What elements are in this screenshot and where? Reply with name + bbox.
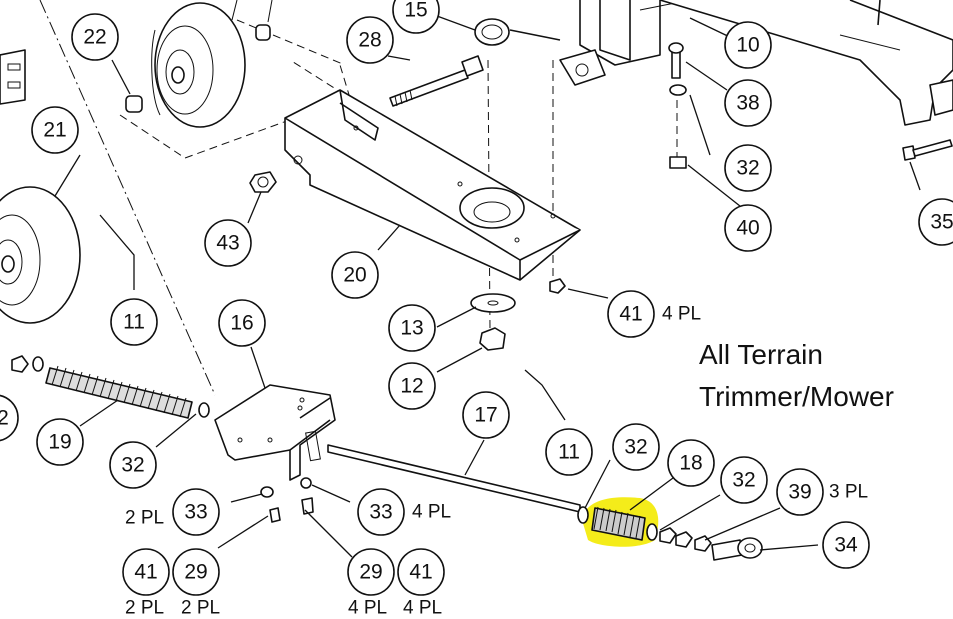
qty-label: 2 PL bbox=[181, 598, 220, 619]
qty-label: 2 PL bbox=[125, 598, 164, 619]
plate-drawing bbox=[0, 49, 26, 105]
callout-label: 29 bbox=[359, 561, 382, 584]
washer-13-nut-12-drawing bbox=[470, 278, 566, 351]
callout-39[interactable]: 39 bbox=[776, 468, 824, 516]
callout-32[interactable]: 32 bbox=[724, 144, 772, 192]
callout-19[interactable]: 19 bbox=[36, 418, 84, 466]
callout-29[interactable]: 29 bbox=[172, 548, 220, 596]
callout-16[interactable]: 16 bbox=[218, 299, 266, 347]
qty-label: 4 PL bbox=[348, 598, 387, 619]
callout-label: 41 bbox=[409, 561, 432, 584]
callout-label: 2 bbox=[0, 407, 9, 430]
callout-41[interactable]: 41 bbox=[607, 290, 655, 338]
callout-33[interactable]: 33 bbox=[357, 488, 405, 536]
callout-17[interactable]: 17 bbox=[462, 391, 510, 439]
callout-label: 35 bbox=[930, 211, 953, 234]
callout-11[interactable]: 11 bbox=[545, 428, 593, 476]
callout-label: 13 bbox=[400, 317, 423, 340]
diagram-title: All Terrain Trimmer/Mower bbox=[699, 334, 894, 418]
callout-34[interactable]: 34 bbox=[822, 521, 870, 569]
bolt-28-drawing bbox=[389, 55, 484, 107]
bolts-29-drawing bbox=[260, 477, 314, 523]
callout-label: 19 bbox=[48, 431, 71, 454]
callout-29[interactable]: 29 bbox=[347, 548, 395, 596]
qty-label: 4 PL bbox=[662, 304, 701, 325]
title-line-2: Trimmer/Mower bbox=[699, 381, 894, 412]
callout-label: 29 bbox=[184, 561, 207, 584]
callout-43[interactable]: 43 bbox=[204, 219, 252, 267]
callout-38[interactable]: 38 bbox=[724, 79, 772, 127]
callout-label: 33 bbox=[184, 501, 207, 524]
wheel-22-drawing bbox=[125, 0, 273, 128]
callout-label: 21 bbox=[43, 119, 66, 142]
callout-label: 28 bbox=[358, 29, 381, 52]
callout-41[interactable]: 41 bbox=[397, 548, 445, 596]
callout-35[interactable]: 35 bbox=[918, 198, 953, 246]
callout-22[interactable]: 22 bbox=[71, 13, 119, 61]
wheel-21-drawing bbox=[0, 186, 81, 324]
qty-label: 2 PL bbox=[125, 508, 164, 529]
spring-18-drawing bbox=[577, 506, 712, 552]
callout-32[interactable]: 32 bbox=[612, 423, 660, 471]
callout-label: 15 bbox=[404, 0, 427, 22]
callout-12[interactable]: 12 bbox=[388, 362, 436, 410]
callout-label: 39 bbox=[788, 481, 811, 504]
callout-11[interactable]: 11 bbox=[110, 298, 158, 346]
qty-label: 4 PL bbox=[403, 598, 442, 619]
callout-label: 41 bbox=[619, 303, 642, 326]
callout-20[interactable]: 20 bbox=[331, 251, 379, 299]
bolt-35-drawing bbox=[902, 139, 953, 161]
callout-label: 38 bbox=[736, 92, 759, 115]
callout-label: 17 bbox=[474, 404, 497, 427]
callout-32[interactable]: 32 bbox=[109, 441, 157, 489]
arm-20-drawing bbox=[284, 89, 581, 281]
callout-21[interactable]: 21 bbox=[31, 106, 79, 154]
callout-18[interactable]: 18 bbox=[667, 439, 715, 487]
callout-label: 11 bbox=[123, 311, 145, 334]
spring-19-drawing bbox=[11, 355, 210, 419]
callout-label: 11 bbox=[558, 441, 580, 464]
callout-label: 10 bbox=[736, 34, 759, 57]
bearing-15-drawing bbox=[474, 18, 510, 46]
callout-15[interactable]: 15 bbox=[392, 0, 440, 34]
callout-label: 12 bbox=[400, 375, 423, 398]
callout-13[interactable]: 13 bbox=[388, 304, 436, 352]
bolt-38-drawing bbox=[668, 42, 687, 169]
bracket-16-drawing bbox=[214, 384, 336, 481]
callout-label: 16 bbox=[230, 312, 253, 335]
callout-label: 43 bbox=[216, 232, 239, 255]
callout-10[interactable]: 10 bbox=[724, 21, 772, 69]
callout-32[interactable]: 32 bbox=[720, 456, 768, 504]
callout-41[interactable]: 41 bbox=[122, 548, 170, 596]
callout-label: 33 bbox=[369, 501, 392, 524]
title-line-1: All Terrain bbox=[699, 339, 823, 370]
callout-label: 32 bbox=[732, 469, 755, 492]
frame-drawing bbox=[659, 0, 953, 126]
callout-label: 18 bbox=[679, 452, 702, 475]
callout-2[interactable]: 2 bbox=[0, 394, 19, 442]
qty-label: 3 PL bbox=[829, 482, 868, 503]
callout-label: 34 bbox=[834, 534, 858, 557]
callout-40[interactable]: 40 bbox=[724, 204, 772, 252]
callout-label: 40 bbox=[736, 217, 759, 240]
callout-28[interactable]: 28 bbox=[346, 16, 394, 64]
bracket-10-drawing bbox=[509, 0, 691, 86]
callout-label: 32 bbox=[121, 454, 144, 477]
callout-label: 41 bbox=[134, 561, 157, 584]
callout-label: 32 bbox=[624, 436, 647, 459]
callout-label: 22 bbox=[83, 26, 106, 49]
callout-33[interactable]: 33 bbox=[172, 488, 220, 536]
callout-label: 20 bbox=[343, 264, 366, 287]
rod-end-34-drawing bbox=[711, 537, 763, 561]
callout-label: 32 bbox=[736, 157, 759, 180]
qty-label: 4 PL bbox=[412, 502, 451, 523]
nut-43-drawing bbox=[249, 171, 277, 193]
